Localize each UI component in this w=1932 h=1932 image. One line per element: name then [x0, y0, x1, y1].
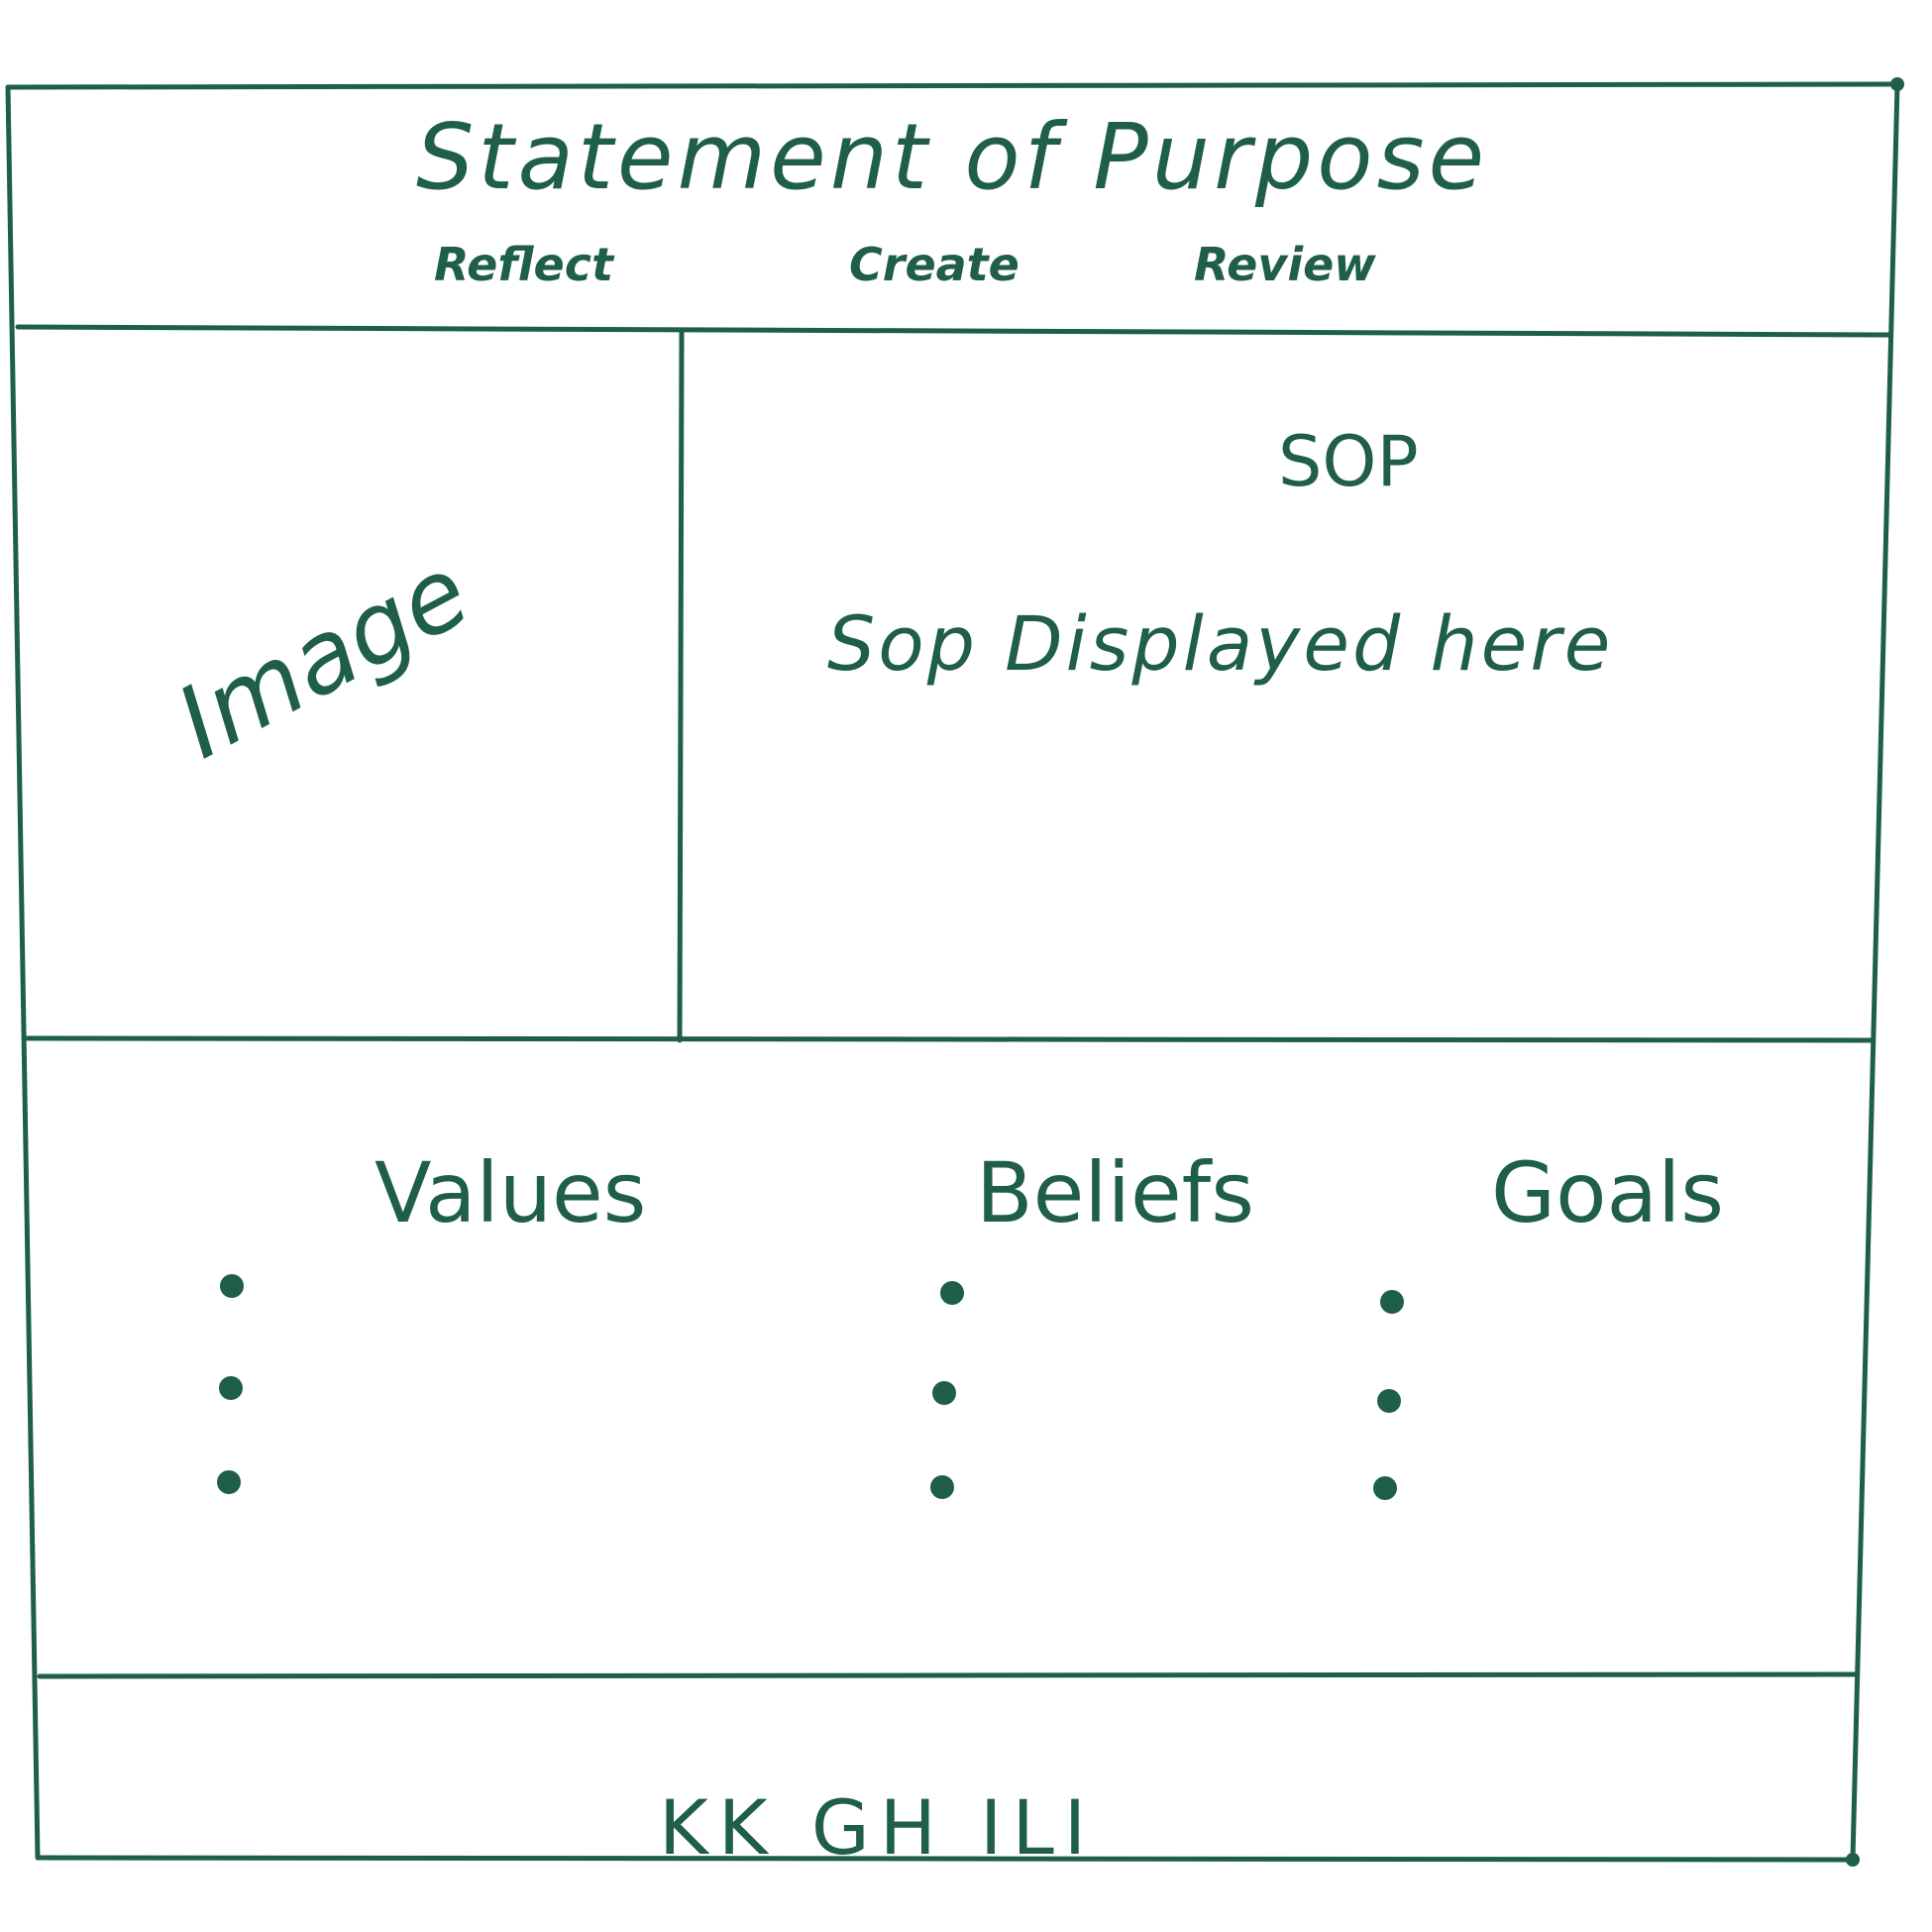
beliefs-bullet: [940, 1281, 964, 1305]
footer-text: KK GH ILI: [659, 1783, 1097, 1872]
frame-bottom-edge: [35, 1855, 1856, 1863]
goals-heading: Goals: [1491, 1144, 1725, 1241]
sop-body-text: Sop Displayed here: [827, 599, 1614, 688]
frame-left-edge: [5, 84, 41, 1861]
values-heading: Values: [375, 1144, 647, 1241]
sop-heading: SOP: [1278, 421, 1419, 502]
nav-review-link[interactable]: Review: [1194, 238, 1376, 291]
frame-right-edge: [1850, 81, 1900, 1863]
frame-corner-dot: [1890, 77, 1904, 91]
panel-divider: [677, 329, 685, 1043]
frame-top-edge: [5, 81, 1900, 90]
goals-bullet: [1377, 1389, 1401, 1413]
goals-bullet: [1373, 1476, 1397, 1500]
values-bullet: [219, 1376, 243, 1400]
middle-divider: [25, 1035, 1874, 1043]
nav-reflect-link[interactable]: Reflect: [434, 238, 613, 291]
beliefs-heading: Beliefs: [976, 1144, 1254, 1241]
beliefs-bullet: [930, 1475, 954, 1499]
beliefs-bullet: [932, 1381, 956, 1405]
nav-create-link[interactable]: Create: [849, 238, 1020, 291]
page-title: Statement of Purpose: [416, 104, 1489, 210]
values-bullet: [217, 1470, 241, 1494]
footer-divider: [37, 1671, 1858, 1679]
values-bullet: [220, 1274, 244, 1298]
goals-bullet: [1380, 1290, 1404, 1314]
header-divider: [15, 324, 1893, 338]
frame-corner-dot: [1846, 1853, 1860, 1867]
